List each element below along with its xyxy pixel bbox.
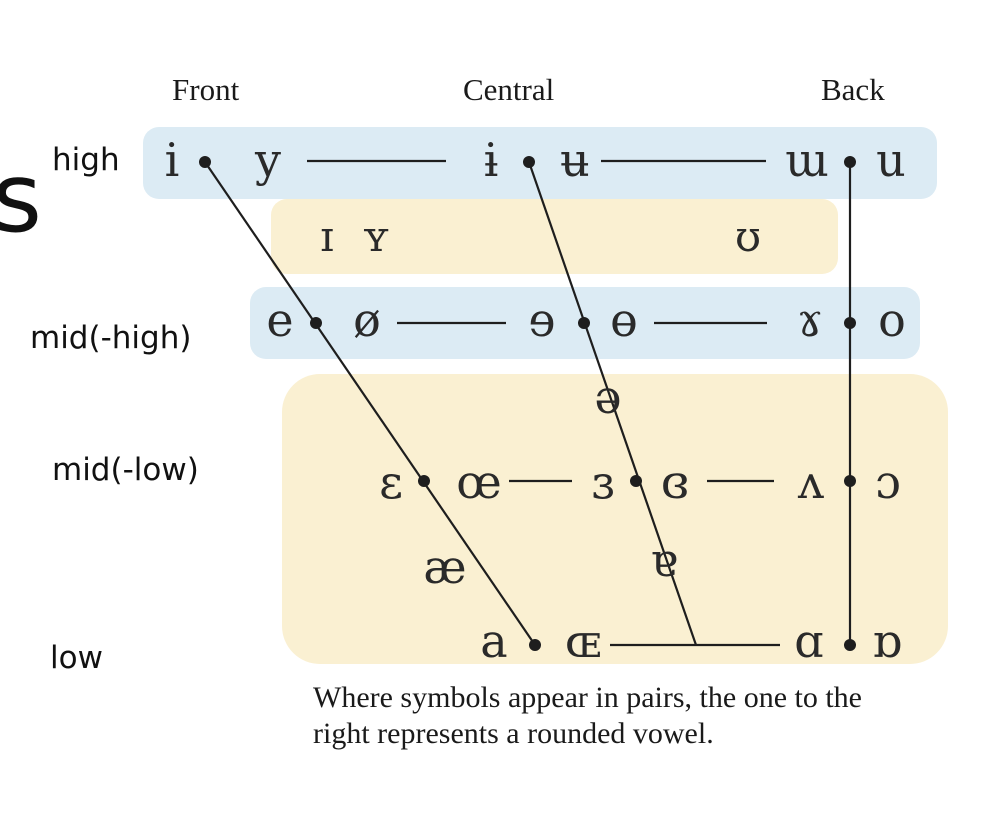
chart-caption: Where symbols appear in pairs, the one t… [313, 681, 862, 750]
row-label-mid-low: mid(-low) [52, 452, 199, 488]
vowel-near-high-back-rounded: ʊ [734, 212, 762, 261]
lower-vowels-band [282, 374, 948, 664]
vowel-mid-low-central-unrounded: ɜ [591, 455, 615, 509]
dot-mid-low-central [630, 475, 642, 487]
vowel-low-front-rounded: ɶ [564, 614, 602, 668]
row-label-low: low [50, 640, 103, 676]
dot-high-central [523, 156, 535, 168]
vowel-mid-high-back-unrounded: ɤ [797, 293, 823, 347]
vowel-mid-low-back-rounded: ɔ [875, 455, 901, 509]
dot-low-back [844, 639, 856, 651]
vowel-near-high-front-unrounded: ɪ [320, 212, 334, 261]
vowel-high-back-rounded: u [876, 133, 906, 187]
vowel-mid-high-central-rounded: ɵ [610, 293, 638, 347]
dot-high-front [199, 156, 211, 168]
vowel-mid-low-front-unrounded: ɛ [379, 455, 403, 509]
dot-mid-high-front [310, 317, 322, 329]
vowel-mid-high-central-unrounded: ɘ [528, 293, 556, 347]
column-header-front: Front [172, 72, 240, 107]
column-header-back: Back [821, 72, 885, 107]
high-band [143, 127, 937, 199]
front-diagonal-line [204, 161, 536, 646]
cropped-letter-fragment: s [0, 142, 43, 254]
vowel-near-low-central: ɐ [650, 533, 678, 587]
vowel-low-back-unrounded: ɑ [794, 614, 824, 668]
vowel-mid-high-front-unrounded: e [266, 293, 294, 347]
vowel-mid-low-front-rounded: œ [456, 455, 502, 509]
column-header-central: Central [463, 72, 555, 107]
row-label-mid-high: mid(-high) [30, 320, 192, 356]
dot-mid-high-back [844, 317, 856, 329]
vowel-mid-high-back-rounded: o [878, 293, 906, 347]
dot-mid-low-back [844, 475, 856, 487]
vowel-mid-central: ə [594, 370, 622, 424]
vowel-high-central-unrounded: ɨ [483, 133, 499, 187]
vowel-near-high-front-rounded: ʏ [362, 212, 390, 261]
vowel-mid-low-back-unrounded: ʌ [798, 455, 824, 509]
vowel-high-central-rounded: ʉ [560, 133, 590, 187]
vowel-low-front-unrounded: a [480, 614, 508, 668]
dot-mid-high-central [578, 317, 590, 329]
vowel-high-back-unrounded: ɯ [785, 133, 829, 187]
vowel-high-front-rounded: y [255, 133, 281, 187]
vowel-near-low-front: æ [423, 540, 467, 594]
dot-high-back [844, 156, 856, 168]
vowel-low-back-rounded: ɒ [872, 614, 902, 668]
central-diagonal-line [527, 161, 698, 646]
dot-low-front [529, 639, 541, 651]
dot-mid-low-front [418, 475, 430, 487]
vowel-high-front-unrounded: i [164, 133, 180, 187]
row-label-high: high [52, 142, 120, 178]
vowel-mid-high-front-rounded: ø [353, 293, 381, 347]
vowel-mid-low-central-rounded: ɞ [660, 455, 690, 509]
